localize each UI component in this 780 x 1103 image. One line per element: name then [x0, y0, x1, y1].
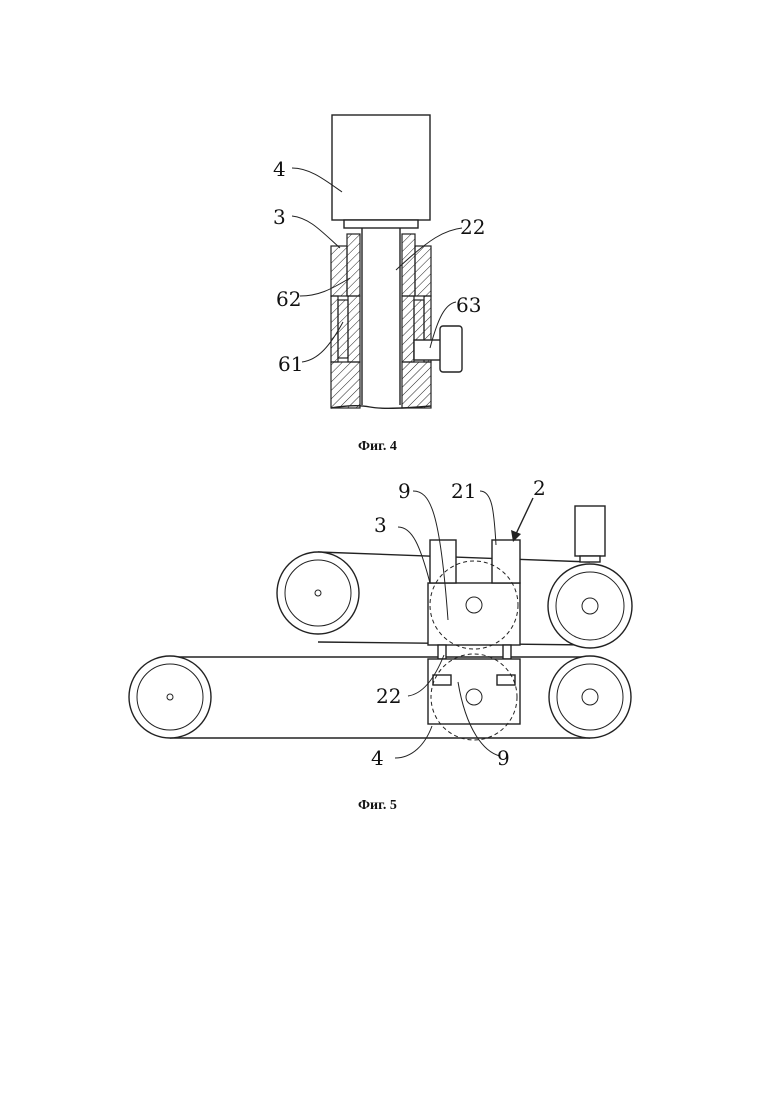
screw-shank	[414, 340, 442, 360]
fig5-label-3: 3	[374, 513, 387, 537]
right-collar	[402, 234, 415, 296]
fig4-label-63: 63	[456, 293, 481, 317]
motor-flange	[344, 220, 418, 228]
fig5-label-22: 22	[376, 684, 401, 708]
right-housing-upper	[415, 246, 431, 296]
fig4-caption: Фиг. 4	[358, 439, 397, 454]
lower-right-roller	[549, 656, 631, 738]
fig5-label-2: 2	[533, 476, 546, 500]
upper-right-roller	[548, 564, 632, 648]
fig5-label-9-bottom: 9	[497, 746, 510, 770]
left-collar	[347, 234, 360, 296]
left-housing-mid	[331, 296, 338, 362]
left-housing-lower	[331, 362, 360, 408]
right-inner-mid	[402, 296, 414, 362]
left-inner-mid	[348, 296, 360, 362]
figure-5: 9 21 2 3 22 4 9 Фиг. 5	[129, 476, 632, 813]
screw-head	[440, 326, 462, 372]
upper-left-roller	[277, 552, 359, 634]
drive-motor	[575, 506, 605, 556]
fig4-label-4: 4	[273, 157, 286, 181]
motor-block	[332, 115, 430, 220]
fig4-label-62: 62	[276, 287, 301, 311]
right-housing-lower	[402, 362, 431, 408]
figure-4: 4 3 22 62 63 61 Фиг. 4	[273, 115, 485, 454]
left-housing-upper	[331, 246, 347, 296]
fig5-caption: Фиг. 5	[358, 798, 397, 813]
upper-carriage	[428, 583, 520, 645]
lower-left-roller	[129, 656, 211, 738]
fig5-label-9-top: 9	[398, 479, 411, 503]
fig5-label-4: 4	[371, 746, 384, 770]
fig4-label-61: 61	[278, 352, 303, 376]
fig4-label-3: 3	[273, 205, 286, 229]
upper-post-right-21	[492, 540, 520, 583]
fig4-label-22: 22	[460, 215, 485, 239]
fig5-label-21: 21	[451, 479, 476, 503]
